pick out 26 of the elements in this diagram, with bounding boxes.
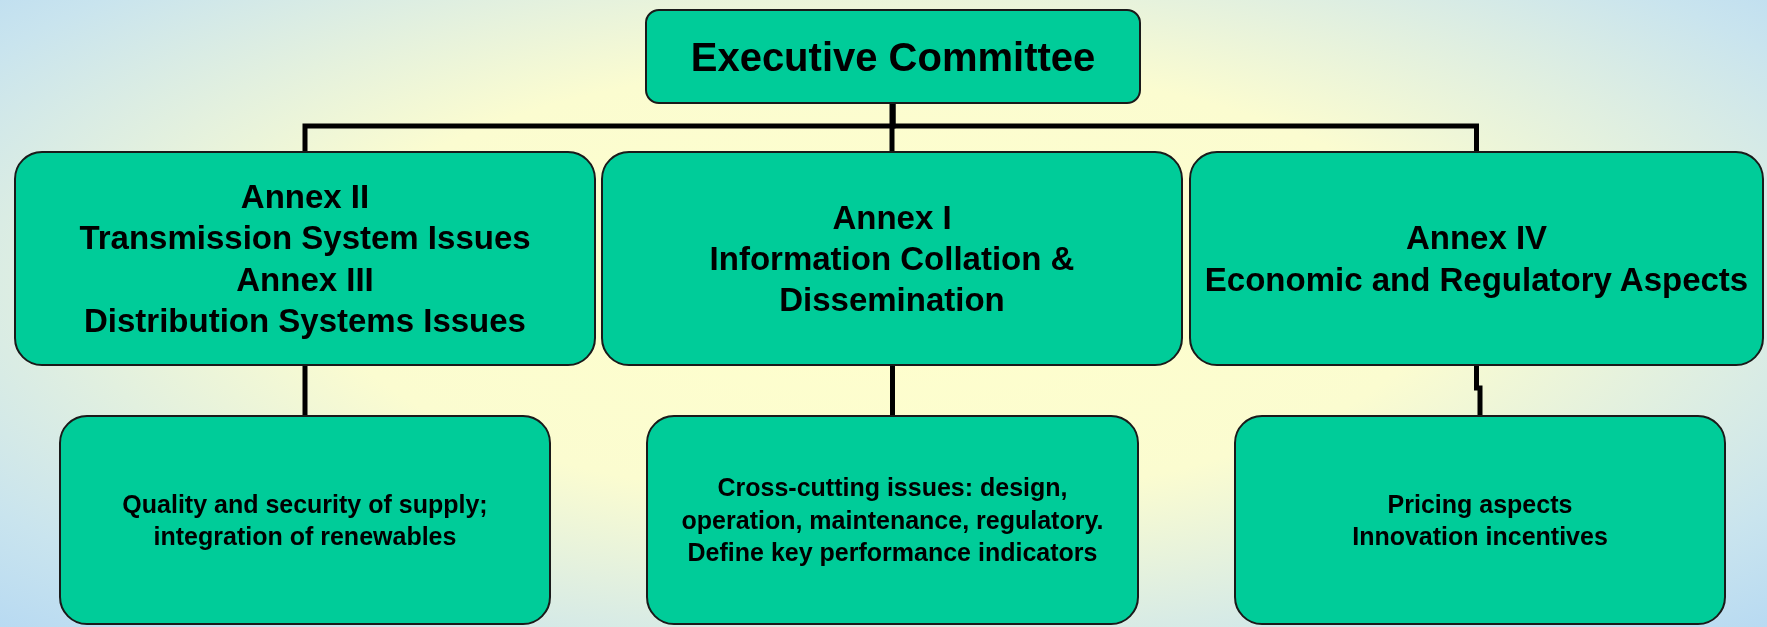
- topic-box: [1234, 415, 1726, 625]
- annex-title: Distribution Systems Issues: [84, 300, 526, 341]
- annex-label: Annex III: [236, 259, 374, 300]
- connector-line: [890, 366, 895, 415]
- topic-text: Innovation incentives: [1352, 521, 1608, 552]
- annex-label: Annex II: [240, 177, 370, 217]
- annex-title: Economic and Regulatory Aspects: [1204, 259, 1749, 300]
- annex-box: [1189, 151, 1764, 366]
- topic-box: [59, 415, 551, 625]
- annex-title: Information Collation & Dissemination: [708, 238, 1076, 321]
- annex-box: [601, 151, 1183, 366]
- topic-box: [646, 415, 1139, 625]
- annex-label: Annex IV: [1405, 218, 1548, 259]
- topic-text: Cross-cutting issues: design, operation, maintenance, regulatory.: [680, 472, 1105, 536]
- connector-line: [889, 104, 895, 151]
- connector-line: [302, 366, 308, 415]
- connector-line: [890, 104, 1479, 151]
- annex-box: [14, 151, 596, 366]
- annex-title: Transmission System Issues: [79, 218, 531, 259]
- topic-text: Quality and security of supply; integration of renewables: [121, 488, 489, 552]
- topic-text: Define key performance indicators: [687, 537, 1098, 569]
- connector-line: [1474, 366, 1483, 415]
- topic-text: Pricing aspects: [1387, 488, 1573, 520]
- committee-box: [645, 9, 1141, 104]
- annex-label: Annex I: [832, 197, 952, 238]
- title-text: Executive Committee: [690, 33, 1096, 81]
